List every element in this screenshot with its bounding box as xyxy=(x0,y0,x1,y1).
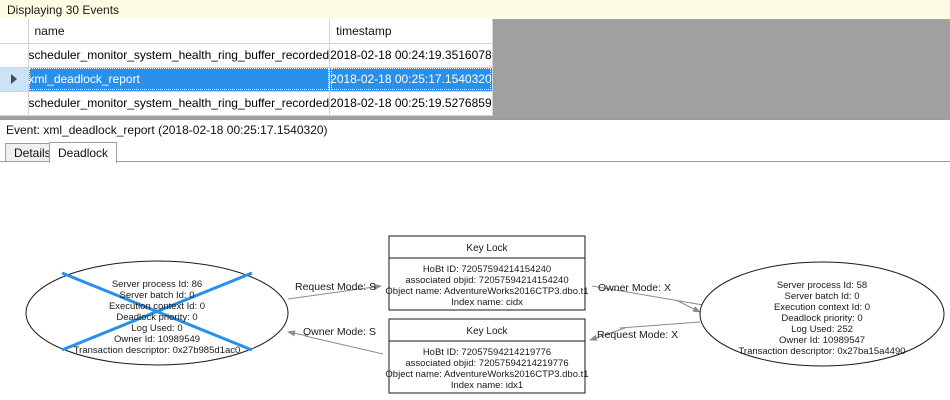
row-selector-arrow-icon xyxy=(10,74,17,84)
process-left-line-2: Execution context Id: 0 xyxy=(109,301,205,312)
resource-top-title: Key Lock xyxy=(466,243,508,254)
tab-deadlock[interactable]: Deadlock xyxy=(49,142,118,163)
deadlock-tab-panel: Request Mode: S Owner Mode: X Owner Mode… xyxy=(0,161,950,400)
resource-bottom-line-0: HoBt ID: 72057594214219776 xyxy=(423,347,551,358)
process-right-line-5: Owner Id: 10989547 xyxy=(779,335,865,346)
events-table: name timestamp scheduler_monitor_system_… xyxy=(0,19,493,116)
edge-bottom-request-right: Request Mode: X xyxy=(589,321,701,341)
process-left-line-4: Log Used: 0 xyxy=(131,323,182,334)
edge-label-right-owner-top: Owner Mode: X xyxy=(598,282,671,294)
edge-label-bottom-request-right: Request Mode: X xyxy=(597,329,678,341)
cell-name[interactable]: scheduler_monitor_system_health_ring_buf… xyxy=(28,43,331,68)
process-left-line-6: Transaction descriptor: 0x27b985d1ac0 xyxy=(74,345,241,356)
cell-timestamp[interactable]: 2018-02-18 00:25:17.1540320 xyxy=(329,67,493,92)
edge-left-request-top: Request Mode: S xyxy=(287,281,382,300)
process-right-line-6: Transaction descriptor: 0x27ba15a4490 xyxy=(738,346,905,357)
resource-node-top[interactable]: Key Lock HoBt ID: 72057594214154240 asso… xyxy=(385,235,589,311)
events-table-body: scheduler_monitor_system_health_ring_buf… xyxy=(0,43,493,116)
event-caption: Event: xml_deadlock_report (2018-02-18 0… xyxy=(0,120,950,140)
edge-label-bottom-owner-left: Owner Mode: S xyxy=(303,326,376,338)
resource-top-line-2: Object name: AdventureWorks2016CTP3.dbo.… xyxy=(385,286,588,297)
victim-cross-icon xyxy=(61,271,253,352)
cell-name[interactable]: xml_deadlock_report xyxy=(28,67,331,92)
tab-deadlock-label: Deadlock xyxy=(58,145,109,160)
process-right-line-0: Server process Id: 58 xyxy=(777,280,867,291)
status-bar: Displaying 30 Events xyxy=(0,0,950,20)
header-row: name timestamp xyxy=(0,19,493,44)
edge-label-left-request-top: Request Mode: S xyxy=(295,281,376,293)
table-row[interactable]: scheduler_monitor_system_health_ring_buf… xyxy=(0,43,493,68)
process-right-line-3: Deadlock priority: 0 xyxy=(781,313,862,324)
process-right-line-2: Execution context Id: 0 xyxy=(774,302,870,313)
process-left-line-1: Server batch Id: 0 xyxy=(120,290,195,301)
row-selector-cell[interactable] xyxy=(0,67,29,92)
cell-name[interactable]: scheduler_monitor_system_health_ring_buf… xyxy=(28,91,331,116)
resource-top-line-0: HoBt ID: 72057594214154240 xyxy=(423,264,551,275)
process-right-line-1: Server batch Id: 0 xyxy=(785,291,860,302)
deadlock-graph-canvas[interactable]: Request Mode: S Owner Mode: X Owner Mode… xyxy=(0,162,950,400)
column-header-name[interactable]: name xyxy=(28,19,331,44)
process-node-left[interactable]: Server process Id: 86 Server batch Id: 0… xyxy=(25,260,289,366)
tab-strip: Details Deadlock xyxy=(0,142,950,163)
edge-bottom-owner-left: Owner Mode: S xyxy=(287,326,384,355)
cell-timestamp[interactable]: 2018-02-18 00:25:19.5276859 xyxy=(329,91,493,116)
column-header-timestamp[interactable]: timestamp xyxy=(329,19,493,44)
process-left-line-3: Deadlock priority: 0 xyxy=(116,312,197,323)
resource-bottom-line-3: Index name: idx1 xyxy=(451,380,523,391)
events-table-header: name timestamp xyxy=(0,19,493,44)
events-grid[interactable]: name timestamp scheduler_monitor_system_… xyxy=(0,19,950,120)
column-header-selector[interactable] xyxy=(0,19,29,44)
resource-node-bottom[interactable]: Key Lock HoBt ID: 72057594214219776 asso… xyxy=(385,318,589,394)
row-selector-cell[interactable] xyxy=(0,91,29,116)
process-node-right[interactable]: Server process Id: 58 Server batch Id: 0… xyxy=(699,261,945,367)
status-bar-text: Displaying 30 Events xyxy=(7,2,120,17)
event-caption-text: Event: xml_deadlock_report (2018-02-18 0… xyxy=(6,123,328,137)
resource-bottom-title: Key Lock xyxy=(466,326,508,337)
resource-top-line-1: associated objid: 72057594214154240 xyxy=(405,275,568,286)
table-row-selected[interactable]: xml_deadlock_report 2018-02-18 00:25:17.… xyxy=(0,67,493,92)
tab-details-label: Details xyxy=(14,146,51,160)
table-row[interactable]: scheduler_monitor_system_health_ring_buf… xyxy=(0,91,493,116)
edge-right-owner-top: Owner Mode: X xyxy=(591,282,704,313)
cell-timestamp[interactable]: 2018-02-18 00:24:19.3516078 xyxy=(329,43,493,68)
process-left-line-0: Server process Id: 86 xyxy=(112,279,202,290)
resource-bottom-line-1: associated objid: 72057594214219776 xyxy=(405,358,568,369)
resource-bottom-line-2: Object name: AdventureWorks2016CTP3.dbo.… xyxy=(385,369,588,380)
process-left-line-5: Owner Id: 10989549 xyxy=(114,334,200,345)
row-selector-cell[interactable] xyxy=(0,43,29,68)
resource-top-line-3: Index name: cidx xyxy=(451,297,523,308)
process-right-line-4: Log Used: 252 xyxy=(791,324,853,335)
